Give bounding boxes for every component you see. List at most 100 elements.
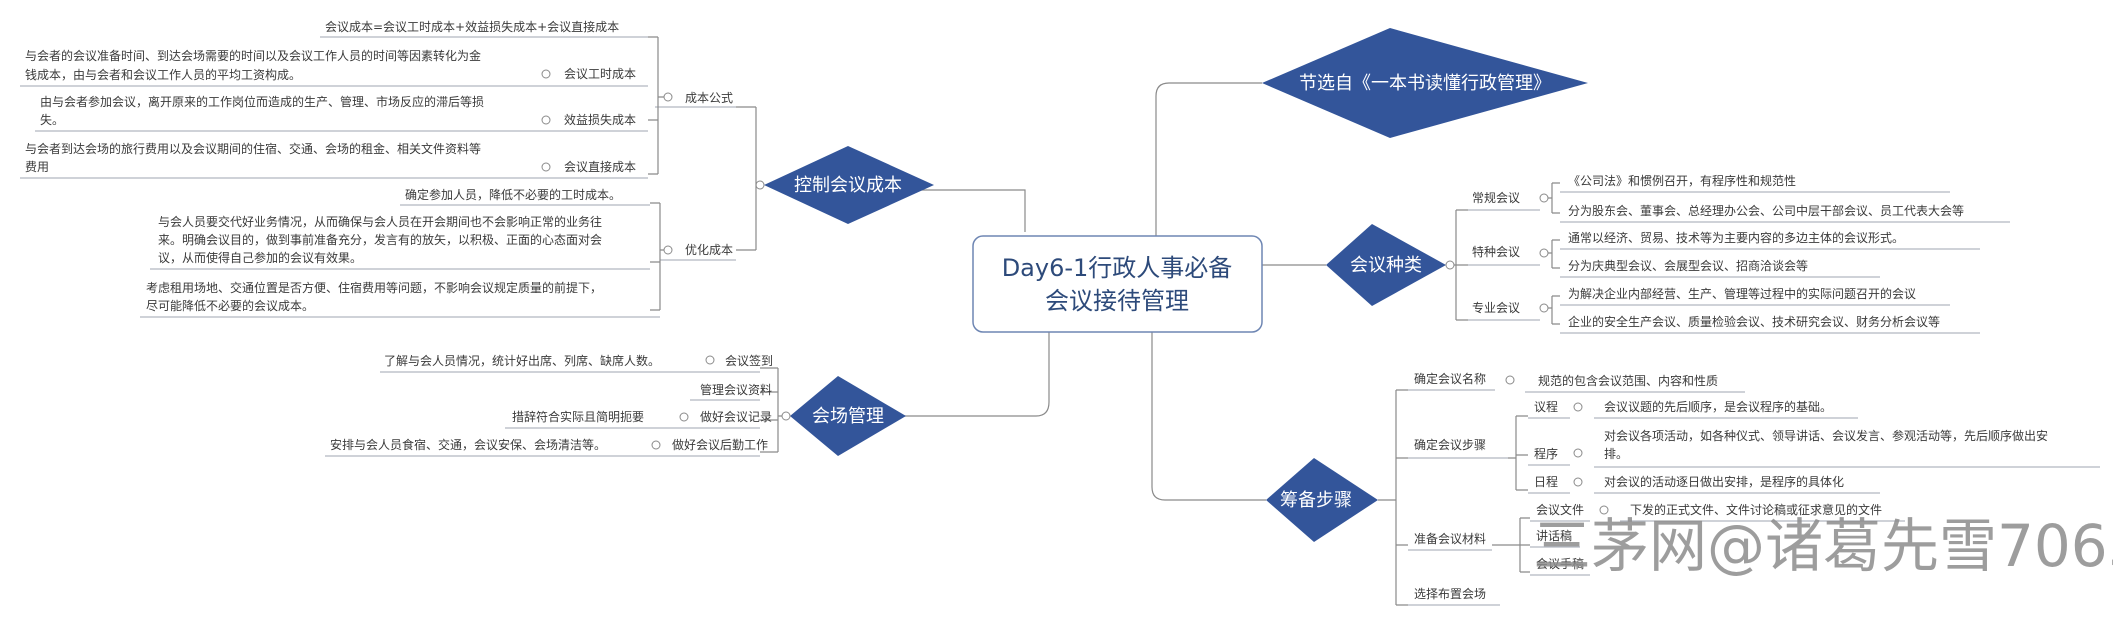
- type-special-connectors: [1548, 239, 1560, 269]
- venue-checkin-label: 会议签到: [725, 353, 773, 368]
- center-title-line1: Day6-1行政人事必备: [1002, 254, 1233, 282]
- types-sub-connectors: [1454, 209, 1468, 321]
- venue-record-collapse-icon[interactable]: [679, 412, 689, 422]
- step-procedure-text1: 对会议各项活动，如各种仪式、领导讲话、会议发言、参观活动等，先后顺序做出安: [1604, 428, 2048, 443]
- prep-name-collapse-icon[interactable]: [1505, 375, 1515, 385]
- branch-types[interactable]: 会议种类: [1326, 224, 1446, 306]
- cost-loss-collapse-icon[interactable]: [541, 115, 551, 125]
- center-title-line2: 会议接待管理: [1045, 287, 1189, 315]
- formula-text: 会议成本=会议工时成本+效益损失成本+会议直接成本: [325, 19, 619, 34]
- type-professional-label: 专业会议: [1472, 300, 1520, 315]
- connector-prep: [1151, 332, 1266, 501]
- venue-checkin-collapse-icon[interactable]: [705, 355, 715, 365]
- optimize-item3-line2: 尽可能降低不必要的会议成本。: [146, 298, 314, 313]
- type-special-label: 特种会议: [1472, 244, 1520, 259]
- step-schedule-collapse-icon[interactable]: [1573, 477, 1583, 487]
- prep-venue-step[interactable]: 选择布置会场: [1408, 587, 1500, 606]
- step-agenda-collapse-icon[interactable]: [1573, 402, 1583, 412]
- formula-group-collapse-icon[interactable]: [663, 92, 673, 102]
- types-collapse-icon[interactable]: [1445, 260, 1455, 270]
- optimize-item2-line3: 议，从而使得自己参加的会议有效果。: [158, 250, 362, 265]
- material-speech-label: 讲话稿: [1536, 528, 1572, 543]
- material-files-collapse-icon[interactable]: [1599, 505, 1609, 515]
- venue-record-label: 做好会议记录: [700, 409, 772, 424]
- optimize-item3-line1: 考虑租用场地、交通位置是否方便、住宿费用等问题，不影响会议规定质量的前提下，: [146, 280, 602, 295]
- cost-loss-text2: 失。: [40, 112, 64, 127]
- cost-label: 控制会议成本: [794, 175, 902, 196]
- optimize-group-label: 优化成本: [685, 243, 733, 257]
- prep-sub-connectors: [1378, 389, 1408, 606]
- branch-source[interactable]: 节选自《一本书读懂行政管理》: [1262, 28, 1588, 138]
- type-special-collapse-icon[interactable]: [1539, 248, 1549, 258]
- branch-cost[interactable]: 控制会议成本: [764, 146, 934, 224]
- type-professional-collapse-icon[interactable]: [1539, 303, 1549, 313]
- cost-diamond: [764, 146, 934, 224]
- types-label: 会议种类: [1350, 255, 1422, 276]
- venue-sub-connectors: [760, 367, 782, 453]
- step-agenda-label: 议程: [1534, 399, 1558, 414]
- type-professional-desc2: 企业的安全生产会议、质量检验会议、技术研究会议、财务分析会议等: [1568, 314, 1940, 329]
- optimize-group-connectors: [650, 202, 664, 311]
- optimize-item2-line2: 来。明确会议目的，做到事前准备充分，发言有的放矢，以积极、正面的心态面对会: [158, 232, 602, 247]
- cost-labor-label: 会议工时成本: [564, 67, 636, 81]
- cost-loss-text1: 由与会者参加会议，离开原来的工作岗位而造成的生产、管理、市场反应的滞后等损: [40, 94, 484, 109]
- cost-sub-connectors: [736, 106, 757, 251]
- venue-record[interactable]: 做好会议记录 措辞符合实际且简明扼要: [505, 409, 772, 429]
- source-label: 节选自《一本书读懂行政管理》: [1299, 73, 1551, 94]
- cost-direct-collapse-icon[interactable]: [541, 162, 551, 172]
- venue-logistics-collapse-icon[interactable]: [651, 440, 661, 450]
- type-regular-collapse-icon[interactable]: [1539, 193, 1549, 203]
- venue-logistics-label: 做好会议后勤工作: [672, 437, 768, 452]
- prep-label: 筹备步骤: [1280, 490, 1352, 511]
- venue-record-text: 措辞符合实际且简明扼要: [512, 409, 644, 424]
- cost-collapse-icon[interactable]: [755, 180, 765, 190]
- venue-diamond: [790, 376, 906, 456]
- type-regular-desc1: 《公司法》和惯例召开，有程序性和规范性: [1568, 173, 1796, 188]
- prep-name-label: 确定会议名称: [1414, 371, 1486, 386]
- prep-name-step[interactable]: 确定会议名称 规范的包含会议范围、内容和性质: [1408, 371, 1745, 393]
- optimize-item1: 确定参加人员，降低不必要的工时成本。: [405, 187, 621, 202]
- material-handbook-label: 会议手稿: [1536, 556, 1584, 571]
- venue-checkin-text: 了解与会人员情况，统计好出席、列席、缺席人数。: [384, 353, 660, 368]
- venue-materials-label: 管理会议资料: [700, 382, 772, 397]
- material-files-text: 下发的正式文件、文件讨论稿或征求意见的文件: [1630, 502, 1882, 517]
- venue-logistics[interactable]: 做好会议后勤工作 安排与会人员食宿、交通，会议安保、会场清洁等。: [325, 437, 768, 457]
- cost-direct-label: 会议直接成本: [564, 159, 636, 174]
- type-special[interactable]: 特种会议 通常以经济、贸易、技术等为主要内容的多边主体的会议形式。 分为庆典型会…: [1468, 230, 1980, 278]
- venue-logistics-text: 安排与会人员食宿、交通，会议安保、会场清洁等。: [330, 437, 606, 452]
- connector-source: [1155, 82, 1262, 236]
- type-regular-desc2: 分为股东会、董事会、总经理办公会、公司中层干部会议、员工代表大会等: [1568, 203, 1964, 218]
- type-regular[interactable]: 常规会议 《公司法》和惯例召开，有程序性和规范性 分为股东会、董事会、总经理办公…: [1468, 173, 2010, 223]
- venue-checkin[interactable]: 会议签到 了解与会人员情况，统计好出席、列席、缺席人数。: [380, 353, 773, 373]
- formula-group-label: 成本公式: [685, 91, 733, 105]
- branch-prep[interactable]: 筹备步骤: [1266, 458, 1378, 542]
- prep-steps-connectors: [1508, 415, 1528, 491]
- cost-optimize-group[interactable]: 优化成本 确定参加人员，降低不必要的工时成本。 与会人员要交代好业务情况，从而确…: [140, 187, 736, 318]
- cost-labor-collapse-icon[interactable]: [541, 69, 551, 79]
- optimize-group-collapse-icon[interactable]: [663, 245, 673, 255]
- prep-steps-group[interactable]: 确定会议步骤 议程 会议议题的先后顺序，是会议程序的基础。 程序 对会议各项活动…: [1408, 399, 2100, 494]
- type-professional[interactable]: 专业会议 为解决企业内部经营、生产、管理等过程中的实际问题召开的会议 企业的安全…: [1468, 286, 1980, 334]
- center-box: [972, 235, 1263, 333]
- venue-label: 会场管理: [812, 406, 884, 427]
- watermark-text: 三茅网@诸葛先雪70636: [1533, 512, 2113, 580]
- venue-materials[interactable]: 管理会议资料: [690, 382, 772, 401]
- connector-venue: [860, 332, 1050, 417]
- step-schedule-text: 对会议的活动逐日做出安排，是程序的具体化: [1604, 474, 1844, 489]
- type-professional-connectors: [1548, 295, 1560, 325]
- step-agenda-text: 会议议题的先后顺序，是会议程序的基础。: [1604, 399, 1832, 414]
- prep-materials-connectors: [1492, 517, 1530, 573]
- prep-materials-group[interactable]: 准备会议材料 会议文件 下发的正式文件、文件讨论稿或征求意见的文件 讲话稿 会议…: [1408, 502, 1905, 576]
- step-procedure-collapse-icon[interactable]: [1573, 448, 1583, 458]
- optimize-item2-line1: 与会人员要交代好业务情况，从而确保与会人员在开会期间也不会影响正常的业务往: [158, 214, 602, 229]
- venue-collapse-icon[interactable]: [781, 411, 791, 421]
- cost-formula-group[interactable]: 成本公式 会议成本=会议工时成本+效益损失成本+会议直接成本 会议工时成本 与会…: [20, 19, 736, 179]
- branch-venue[interactable]: 会场管理: [790, 376, 906, 456]
- cost-direct-text1: 与会者到达会场的旅行费用以及会议期间的住宿、交通、会场的租金、相关文件资料等: [25, 141, 481, 156]
- cost-labor-text1: 与会者的会议准备时间、到达会场需要的时间以及会议工作人员的时间等因素转化为金: [25, 48, 481, 63]
- center-node[interactable]: Day6-1行政人事必备 会议接待管理: [972, 235, 1263, 333]
- prep-diamond: [1266, 458, 1378, 542]
- type-special-desc2: 分为庆典型会议、会展型会议、招商洽谈会等: [1568, 258, 1808, 273]
- prep-venue-label: 选择布置会场: [1414, 587, 1486, 601]
